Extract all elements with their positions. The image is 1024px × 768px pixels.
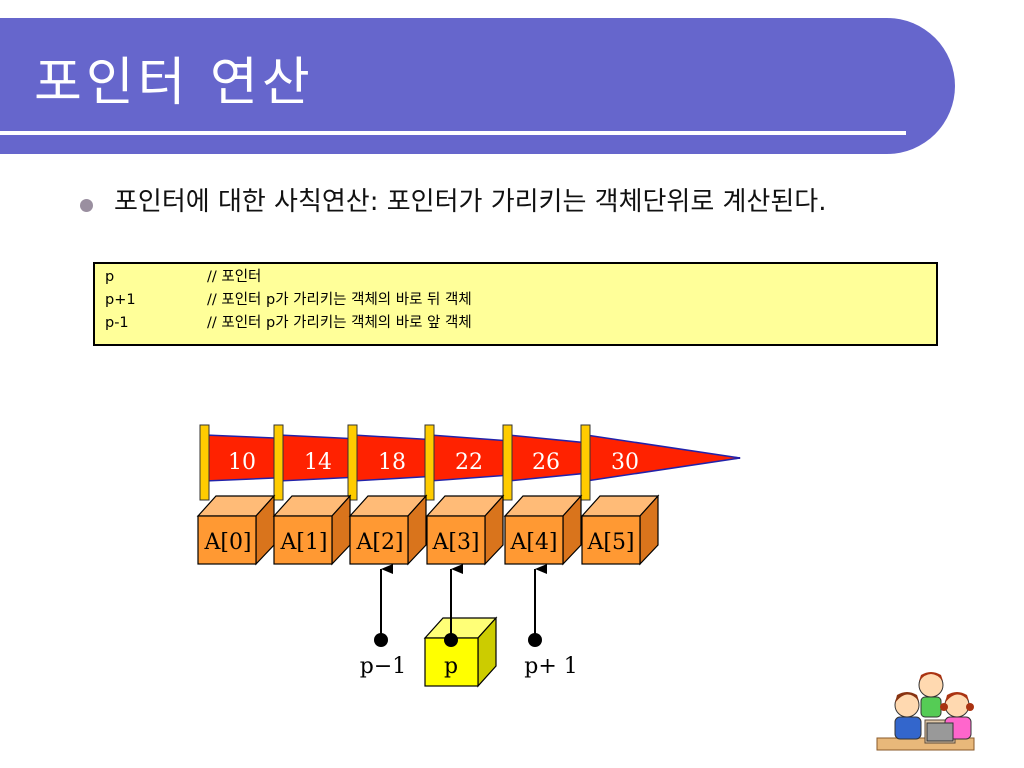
pennant xyxy=(585,434,741,482)
flag-value: 30 xyxy=(611,450,639,475)
code-expr: p-1 xyxy=(105,315,129,331)
pointer-dot xyxy=(444,633,458,647)
slide-title: 포인터 연산 xyxy=(34,53,314,113)
flag-poles xyxy=(199,424,591,501)
flag-pole xyxy=(273,424,284,501)
array-cube xyxy=(425,494,505,566)
array-element-label: A[0] xyxy=(203,530,251,555)
array-cube xyxy=(348,494,428,566)
array-cubes xyxy=(196,494,660,566)
pointer-label-p-plus-1: p+ 1 xyxy=(524,654,578,679)
flag-value: 26 xyxy=(532,450,560,475)
flag-pole xyxy=(199,424,210,501)
code-box: p // 포인터 p+1 // 포인터 p가 가리키는 객체의 바로 뒤 객체 … xyxy=(93,262,938,346)
array-element-label: A[2] xyxy=(355,530,403,555)
children-computer-icon xyxy=(876,672,975,751)
array-element-label: A[5] xyxy=(586,530,634,555)
array-cube xyxy=(503,494,583,566)
flag-pole xyxy=(580,424,591,501)
array-cube xyxy=(580,494,660,566)
code-expr: p xyxy=(105,269,115,285)
title-underline xyxy=(0,131,906,135)
pointer-dot xyxy=(528,633,542,647)
flag-pole xyxy=(502,424,513,501)
array-cube xyxy=(272,494,352,566)
array-cube xyxy=(196,494,276,566)
flag-value: 18 xyxy=(378,450,406,475)
flag-pole xyxy=(347,424,358,501)
array-element-label: A[3] xyxy=(431,530,479,555)
flag-value: 10 xyxy=(228,450,256,475)
code-expr: p+1 xyxy=(105,292,136,308)
pointer-label-p-minus-1: p−1 xyxy=(360,654,407,679)
pointer-arrows xyxy=(380,564,547,640)
flag-value: 22 xyxy=(455,450,483,475)
pointer-label-p: p xyxy=(444,654,458,679)
code-comment: // 포인터 p가 가리키는 객체의 바로 앞 객체 xyxy=(207,315,472,331)
code-comment: // 포인터 xyxy=(207,269,262,285)
pointer-box xyxy=(423,616,498,688)
pointer-dot xyxy=(374,633,388,647)
code-comment: // 포인터 p가 가리키는 객체의 바로 뒤 객체 xyxy=(207,292,472,308)
array-element-label: A[4] xyxy=(509,530,557,555)
flag-value: 14 xyxy=(304,450,332,475)
flag-pole xyxy=(424,424,435,501)
bullet-dot-icon xyxy=(80,199,93,212)
bullet-text: 포인터에 대한 사칙연산: 포인터가 가리키는 객체단위로 계산된다. xyxy=(114,187,827,217)
array-element-label: A[1] xyxy=(279,530,327,555)
